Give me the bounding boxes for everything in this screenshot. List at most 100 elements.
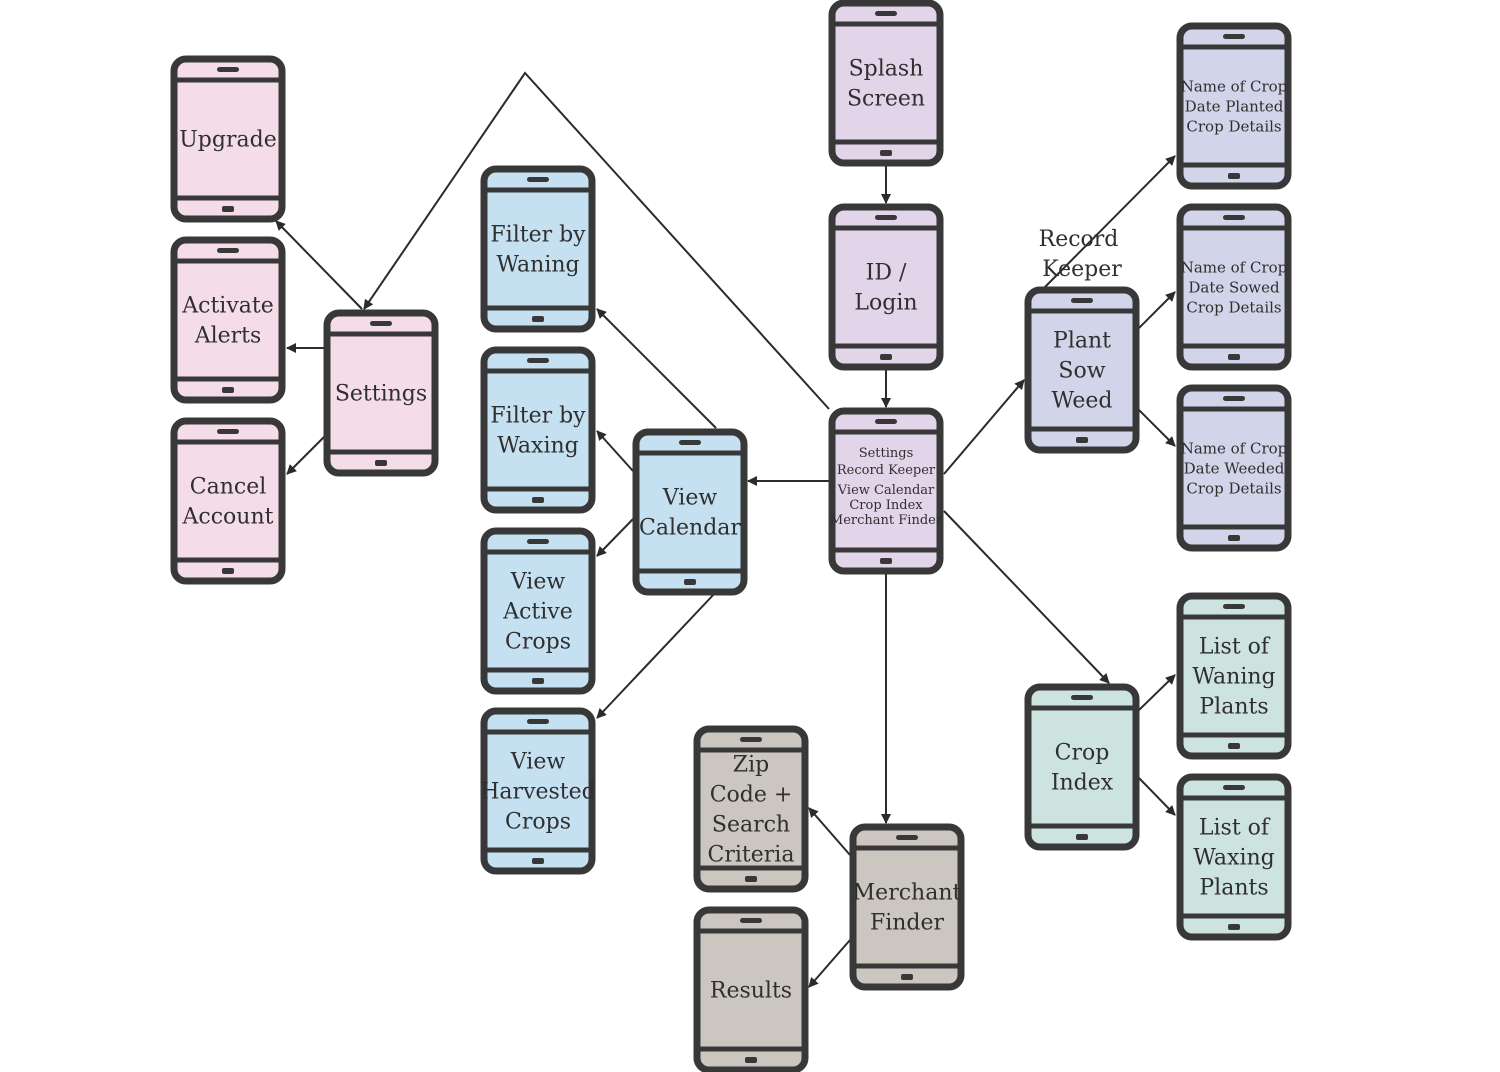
home-button-icon (1228, 354, 1240, 360)
phone-body (632, 428, 748, 596)
home-button-icon (532, 497, 544, 503)
arrow-home-to-record (943, 379, 1025, 475)
phone-body (1176, 203, 1292, 371)
home-button-icon (745, 1057, 757, 1063)
home-button-icon (222, 206, 234, 212)
home-button-icon (1076, 437, 1088, 443)
speaker-icon (527, 539, 549, 544)
home-button-icon (532, 678, 544, 684)
arrow-calendar-to-waxing (596, 430, 634, 472)
phone-body (828, 0, 944, 167)
speaker-icon (875, 11, 897, 16)
arrow-calendar-to-active (596, 518, 634, 557)
phone-body (170, 55, 286, 223)
phone-body (1176, 384, 1292, 552)
arrow-record-to-sowed (1138, 291, 1176, 329)
speaker-icon (1223, 785, 1245, 790)
screen-upgrade: Upgrade (170, 55, 286, 223)
home-button-icon (1228, 535, 1240, 541)
speaker-icon (1223, 215, 1245, 220)
phone-body (693, 906, 809, 1072)
phone-body (1176, 22, 1292, 190)
flow-arrows (275, 71, 1176, 988)
speaker-icon (896, 835, 918, 840)
home-button-icon (684, 579, 696, 585)
home-button-icon (880, 354, 892, 360)
phone-body (1176, 773, 1292, 941)
home-button-icon (880, 558, 892, 564)
phone-body (480, 346, 596, 514)
phone-body (480, 165, 596, 333)
arrow-settings-to-upgrade (275, 220, 363, 310)
phone-body (1024, 286, 1140, 454)
speaker-icon (740, 737, 762, 742)
arrow-home-to-settings (363, 71, 830, 410)
phone-body (480, 527, 596, 695)
speaker-icon (875, 419, 897, 424)
home-button-icon (222, 568, 234, 574)
home-button-icon (532, 858, 544, 864)
phone-body (1176, 592, 1292, 760)
arrow-merchant-to-zip (808, 807, 851, 856)
speaker-icon (875, 215, 897, 220)
phone-body (170, 417, 286, 585)
home-button-icon (1076, 834, 1088, 840)
home-button-icon (745, 876, 757, 882)
screen-label: Results (710, 979, 792, 1004)
speaker-icon (217, 67, 239, 72)
record-keeper-label: Record Keeper (1039, 227, 1126, 282)
arrow-merchant-to-results (808, 939, 851, 988)
arrow-home-to-cropindex (943, 510, 1110, 684)
phone-body (849, 823, 965, 991)
phone-body (828, 203, 944, 371)
speaker-icon (740, 918, 762, 923)
arrow-cropindex-to-waxinglist (1138, 777, 1176, 816)
home-button-icon (1228, 743, 1240, 749)
home-button-icon (222, 387, 234, 393)
speaker-icon (370, 321, 392, 326)
phone-body (1024, 683, 1140, 851)
phone-body (323, 309, 439, 477)
arrow-cropindex-to-waninglist (1138, 674, 1176, 711)
screen-settings: Settings (323, 309, 439, 477)
speaker-icon (1071, 695, 1093, 700)
speaker-icon (217, 248, 239, 253)
arrow-calendar-to-harvested (596, 591, 717, 719)
home-button-icon (901, 974, 913, 980)
phone-body (693, 725, 809, 893)
phone-body (170, 236, 286, 404)
arrow-settings-to-cancel (286, 436, 325, 475)
speaker-icon (1071, 298, 1093, 303)
home-button-icon (1228, 173, 1240, 179)
